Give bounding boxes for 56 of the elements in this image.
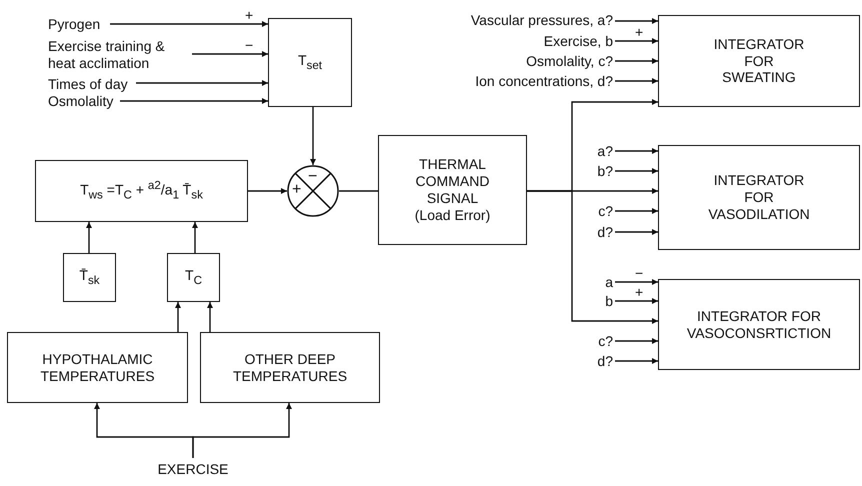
arrow [615, 338, 658, 344]
arrow [615, 38, 658, 44]
process-box: INTEGRATOR FOR VASODILATION [658, 145, 860, 250]
arrow [615, 58, 658, 64]
arrow [175, 302, 181, 332]
arrow [192, 403, 292, 458]
input-label: c? [580, 331, 613, 352]
input-label: Times of day [48, 74, 134, 94]
input-label: Exercise, b [410, 31, 613, 52]
edge-label: + [634, 286, 644, 298]
arrow [310, 107, 316, 165]
arrow [120, 98, 268, 104]
input-label: EXERCISE [150, 458, 236, 480]
input-label: Vascular pressures, a? [410, 10, 613, 31]
input-label: b? [580, 161, 613, 182]
input-label: c? [580, 201, 613, 222]
arrow [615, 229, 658, 235]
edge-label: + [634, 26, 644, 38]
process-box: T$_{ws}$ =T$_{C}$ + $^{a2}$/a$_{1}$ T̄$_{sk}$ [35, 160, 248, 222]
arrow [615, 18, 658, 24]
input-label: d? [580, 351, 613, 372]
arrow [207, 302, 213, 332]
input-label: Exercise training & heat acclimation [48, 37, 190, 73]
input-label: Osmolality, c? [410, 51, 613, 72]
process-box: T̄$_{sk}$ [63, 253, 116, 302]
input-label: a [590, 272, 613, 293]
edge-label: + [244, 9, 254, 21]
arrow [110, 21, 268, 27]
process-box: THERMAL COMMAND SIGNAL (Load Error) [378, 135, 527, 245]
arrow [615, 78, 658, 84]
arrow [615, 358, 658, 364]
input-label: b [590, 291, 613, 312]
input-label: d? [580, 222, 613, 243]
process-box: T$_{set}$ [268, 18, 352, 107]
arrow [192, 222, 198, 253]
arrow [136, 80, 268, 86]
arrow [86, 222, 92, 253]
arrow [615, 148, 658, 154]
sign-label: − [308, 169, 318, 185]
arrow [615, 168, 658, 174]
process-box: HYPOTHALAMIC TEMPERATURES [7, 332, 188, 403]
arrow [248, 188, 287, 194]
process-box: T$_{C}$ [167, 253, 220, 302]
process-box: INTEGRATOR FOR SWEATING [658, 15, 860, 107]
arrow [527, 190, 658, 324]
arrow [615, 208, 658, 214]
input-label: Ion concentrations, d? [410, 71, 613, 92]
sign-label: + [292, 182, 302, 198]
process-box: INTEGRATOR FOR VASOCONSRTICTION [658, 279, 860, 370]
arrow [615, 279, 658, 285]
input-label: a? [580, 141, 613, 162]
arrow [192, 51, 268, 57]
process-box: OTHER DEEP TEMPERATURES [200, 332, 380, 403]
input-label: Osmolality [48, 91, 118, 111]
arrow [615, 298, 658, 304]
input-label: Pyrogen [48, 14, 108, 34]
